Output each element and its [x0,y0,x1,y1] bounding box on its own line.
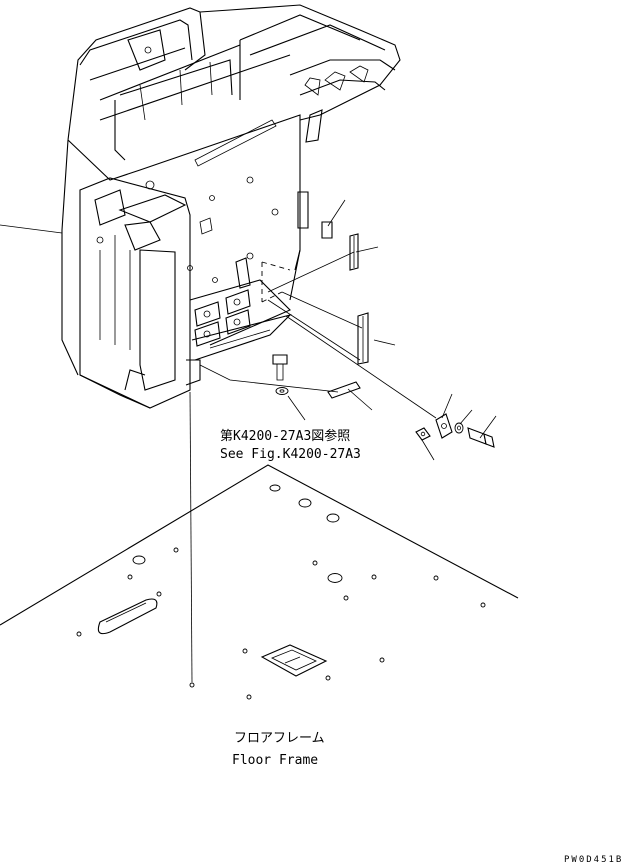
reference-label-en: See Fig.K4200-27A3 [220,447,361,462]
floor-frame-label-en: Floor Frame [232,753,318,768]
floor-frame-label-jp: フロアフレーム [234,731,325,746]
console-frame-assembly [61,4,401,409]
drawing-code: PW0D451B [564,855,623,865]
leader-lines [0,199,497,683]
floor-frame [0,464,519,700]
reference-label-jp: 第K4200-27A3図参照 [220,428,350,444]
loose-parts [272,233,495,448]
